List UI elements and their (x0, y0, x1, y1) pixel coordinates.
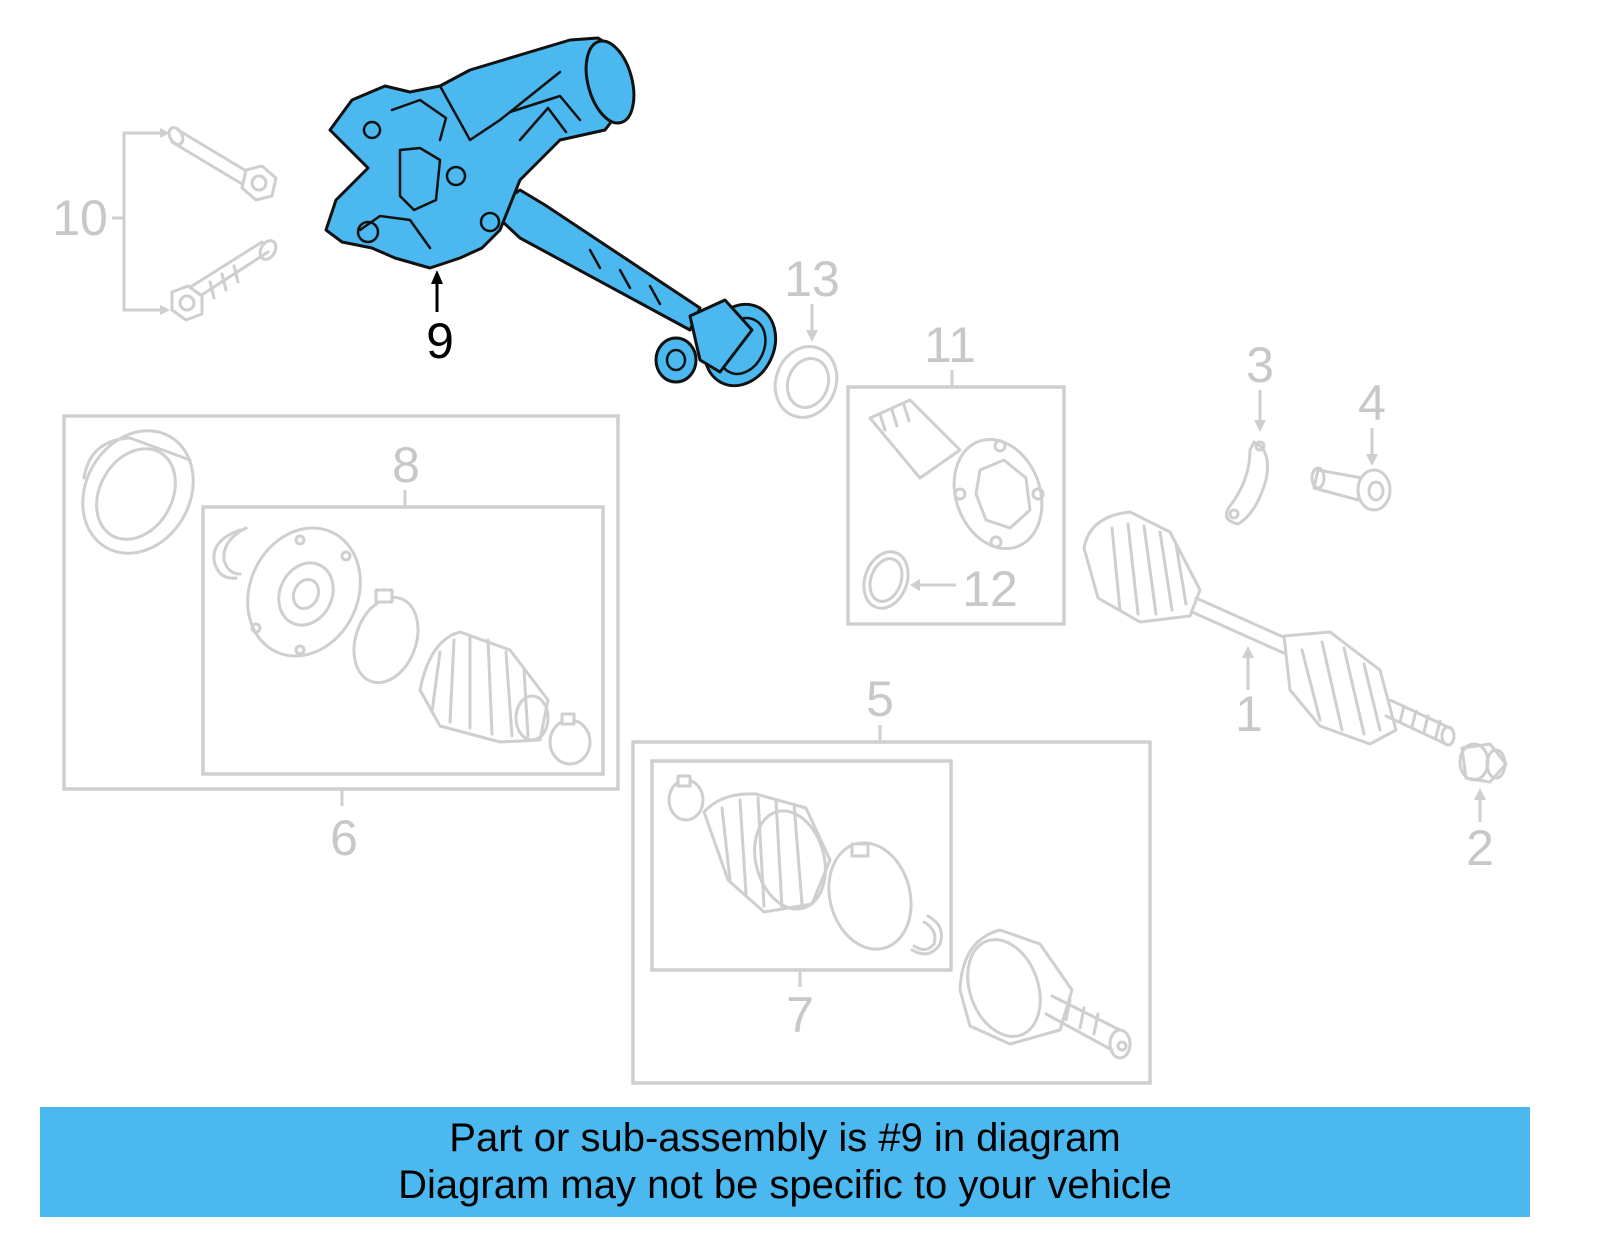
part-7-box (650, 759, 953, 987)
part-10-bolts (112, 126, 278, 322)
callout-6: 6 (330, 810, 358, 866)
part-3-clip (1224, 390, 1269, 526)
part-1-drive-shaft (1082, 510, 1456, 747)
callout-5: 5 (866, 671, 894, 727)
callout-7: 7 (786, 987, 814, 1043)
callout-12: 12 (962, 561, 1018, 617)
part-8-box (201, 490, 605, 776)
banner-line-1: Part or sub-assembly is #9 in diagram (449, 1116, 1121, 1160)
callout-3: 3 (1246, 337, 1274, 393)
part-4-bolt (1310, 428, 1392, 512)
banner-line-2: Diagram may not be specific to your vehi… (398, 1163, 1172, 1207)
info-banner: Part or sub-assembly is #9 in diagram Di… (40, 1107, 1530, 1217)
part-13-seal (773, 304, 839, 419)
part-11-flange-box (846, 370, 1066, 626)
callout-10: 10 (52, 190, 108, 246)
part-6-box (62, 414, 620, 806)
part-2-nut (1458, 742, 1508, 822)
callout-13: 13 (784, 251, 840, 307)
callout-8: 8 (392, 437, 420, 493)
callout-9: 9 (426, 313, 454, 369)
part-9-axle-housing (324, 36, 778, 388)
callout-11: 11 (924, 317, 976, 373)
callout-2: 2 (1466, 820, 1494, 876)
part-5-box (631, 725, 1152, 1085)
callout-1: 1 (1235, 686, 1263, 742)
callout-4: 4 (1358, 375, 1386, 431)
